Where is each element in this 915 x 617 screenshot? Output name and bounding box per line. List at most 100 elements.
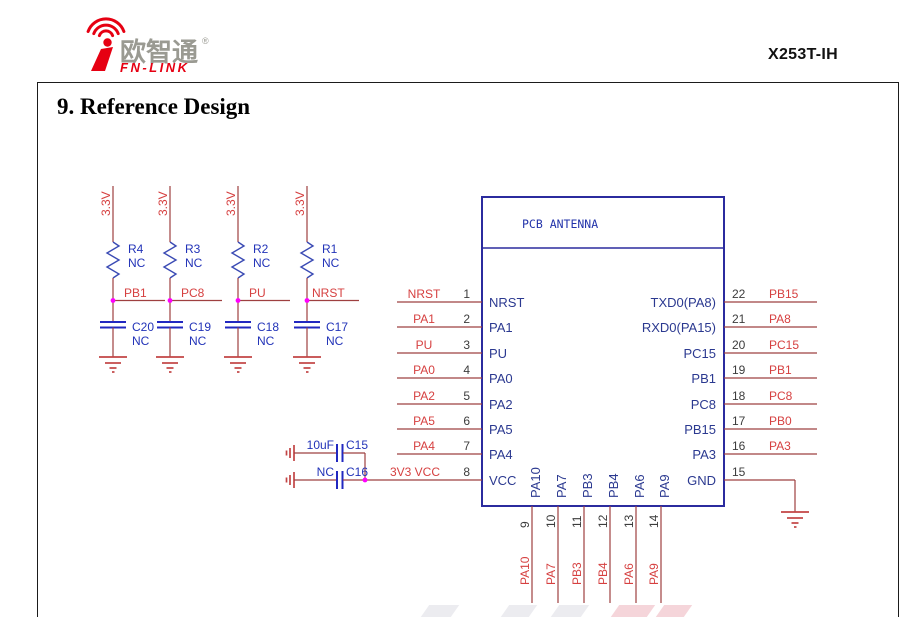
logo-i-icon (91, 38, 113, 71)
net-label: PB1 (124, 286, 147, 300)
ic-left-pin-7: PA4 7 PA4 (397, 439, 513, 462)
pin-name: PA1 (489, 320, 513, 335)
pin-number: 12 (596, 514, 610, 528)
net-label: PU (249, 286, 266, 300)
ground-icon (156, 356, 184, 373)
ic-left-pin-2: PA1 2 PA1 (397, 312, 513, 335)
rail-label: 3.3V (224, 191, 238, 216)
pin-number: 5 (463, 389, 470, 403)
net-label: PA9 (647, 563, 661, 585)
capacitor-ref: C17 (326, 320, 348, 334)
ic-right-pin-19: 19 PB1 PB1 (691, 363, 817, 386)
ic-left-pin-3: PU 3 PU (397, 338, 507, 361)
net-label: PA3 (769, 439, 791, 453)
capacitor-ref: C19 (189, 320, 211, 334)
net-label: PB3 (570, 562, 584, 585)
ic-right-pin-21: 21 PA8 RXD0(PA15) (642, 312, 817, 335)
pin-number: 9 (518, 521, 532, 528)
pin-number: 18 (732, 389, 746, 403)
pin-name: PA3 (692, 447, 716, 462)
resistor-value: NC (322, 256, 340, 270)
pin-number: 10 (544, 514, 558, 528)
resistor-ref: R1 (322, 242, 338, 256)
resistor-ref: R4 (128, 242, 144, 256)
resistor-icon (230, 241, 246, 279)
ground-icon (293, 356, 321, 373)
net-label: PB15 (769, 287, 799, 301)
pin-name: PA2 (489, 397, 513, 412)
ic-bottom-pin-10: PA7 10 PA7 (544, 474, 569, 603)
capacitor-ref: C18 (257, 320, 279, 334)
frame-right-border (898, 82, 899, 617)
brand-name-cn: 欧智通 (120, 37, 198, 67)
pullup-network-pb1: 3.3V PB1 R4 NC C20 NC (99, 186, 165, 373)
net-label: PA0 (413, 363, 435, 377)
ic-bottom-pin-14: PA9 14 PA9 (647, 474, 672, 603)
ic-right-pin-20: 20 PC15 PC15 (683, 338, 817, 361)
net-label: PC8 (181, 286, 205, 300)
pin-name: PB4 (606, 473, 621, 498)
ic-left-pin-5: PA2 5 PA2 (397, 389, 513, 412)
pin-name: PA5 (489, 422, 513, 437)
pin-number: 20 (732, 338, 746, 352)
resistor-icon (162, 241, 178, 279)
net-label: PC8 (769, 389, 793, 403)
ic-left-pin-6: PA5 6 PA5 (397, 414, 513, 437)
pin-number: 17 (732, 414, 746, 428)
net-label: PA7 (544, 563, 558, 585)
pin-name: PA9 (657, 474, 672, 498)
ic-bottom-pin-9: PA10 9 PA10 (518, 467, 543, 603)
net-label: PB1 (769, 363, 792, 377)
document-code: X253T-IH (768, 46, 838, 63)
resistor-icon (105, 241, 121, 279)
ic-bottom-pin-13: PA6 13 PA6 (622, 474, 647, 603)
rail-label: 3.3V (293, 191, 307, 216)
net-label: PU (416, 338, 433, 352)
capacitor-value: 10uF (307, 438, 334, 452)
net-label: PA1 (413, 312, 435, 326)
pin-number: 15 (732, 465, 746, 479)
pin-number: 11 (570, 515, 584, 528)
ground-icon (285, 472, 295, 488)
net-label: 3V3 VCC (390, 465, 440, 479)
pin-name: PC8 (691, 397, 716, 412)
junction-dot (110, 298, 116, 303)
net-label: PA8 (769, 312, 791, 326)
frame-top-border (37, 82, 898, 83)
ic-right-pin-15: 15 GND (687, 465, 809, 528)
pin-name: PU (489, 346, 507, 361)
section-title: 9. Reference Design (57, 94, 251, 119)
ic-right-pin-17: 17 PB0 PB15 (684, 414, 817, 437)
wifi-waves-icon (86, 17, 126, 38)
resistor-value: NC (128, 256, 146, 270)
ic-left-pin-8: 3V3 VCC 8 VCC (365, 465, 516, 488)
pin-name: RXD0(PA15) (642, 320, 716, 335)
pin-name: PB1 (691, 371, 716, 386)
pullup-network-pu: 3.3V PU R2 NC C18 NC (224, 186, 290, 373)
capacitor-value: NC (132, 334, 150, 348)
ground-icon (224, 356, 252, 373)
pin-name: NRST (489, 295, 524, 310)
capacitor-value: NC (317, 465, 335, 479)
net-label: PA10 (518, 556, 532, 585)
capacitor-value: NC (257, 334, 275, 348)
pin-number: 1 (463, 287, 470, 301)
pin-number: 22 (732, 287, 746, 301)
rail-label: 3.3V (99, 191, 113, 216)
ic-right-pin-22: 22 PB15 TXD0(PA8) (651, 287, 817, 310)
pin-number: 16 (732, 439, 746, 453)
pin-number: 4 (463, 363, 470, 377)
rail-label: 3.3V (156, 191, 170, 216)
capacitor-value: NC (189, 334, 207, 348)
brand-name-en: FN-LINK (120, 60, 190, 75)
pin-number: 3 (463, 338, 470, 352)
net-label: PA5 (413, 414, 435, 428)
pin-name: VCC (489, 473, 516, 488)
net-label: NRST (312, 286, 345, 300)
resistor-value: NC (253, 256, 271, 270)
company-logo: 欧智通 ® FN-LINK (78, 14, 238, 80)
pin-name: PA6 (632, 474, 647, 498)
pin-name: PA7 (554, 474, 569, 498)
